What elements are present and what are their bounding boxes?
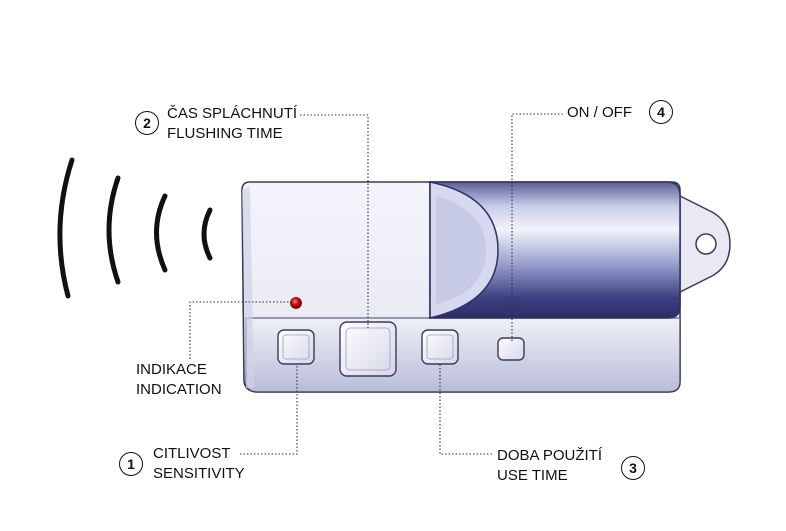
mounting-tab bbox=[671, 190, 731, 298]
flushing-time-label-cz: ČAS SPLÁCHNUTÍ bbox=[167, 105, 298, 122]
usetime-leader bbox=[439, 364, 492, 455]
use-time-button[interactable] bbox=[421, 329, 459, 365]
indication-label-en: INDICATION bbox=[136, 381, 222, 398]
callout-number-4: 4 bbox=[649, 100, 673, 124]
flushing-leader bbox=[300, 114, 369, 328]
flushing-time-label-en: FLUSHING TIME bbox=[167, 125, 283, 142]
flushing-time-button[interactable] bbox=[339, 321, 397, 377]
on-off-label: ON / OFF bbox=[567, 104, 632, 121]
use-time-label-en: USE TIME bbox=[497, 467, 568, 484]
sensitivity-leader bbox=[240, 364, 298, 455]
use-time-label-cz: DOBA POUŽITÍ bbox=[497, 447, 603, 464]
signal-waves-icon bbox=[57, 157, 213, 299]
device-cylinder bbox=[429, 181, 681, 319]
callout-number-1: 1 bbox=[119, 452, 143, 476]
signal-wave-3 bbox=[106, 175, 121, 285]
callout-number-3: 3 bbox=[621, 456, 645, 480]
mounting-hole bbox=[695, 233, 717, 255]
leader-lines bbox=[189, 113, 563, 455]
onoff-leader bbox=[511, 113, 563, 342]
callout-number-2: 2 bbox=[135, 111, 159, 135]
signal-wave-outer bbox=[57, 157, 75, 299]
on-off-button[interactable] bbox=[497, 337, 525, 361]
indication-label-cz: INDIKACE bbox=[136, 361, 207, 378]
sensitivity-label-cz: CITLIVOST bbox=[153, 445, 231, 462]
sensitivity-button[interactable] bbox=[277, 329, 315, 365]
sensitivity-label-en: SENSITIVITY bbox=[153, 465, 245, 482]
signal-wave-2 bbox=[154, 193, 168, 273]
signal-wave-inner bbox=[201, 207, 213, 261]
indication-led bbox=[290, 297, 302, 309]
indication-leader bbox=[189, 301, 292, 360]
